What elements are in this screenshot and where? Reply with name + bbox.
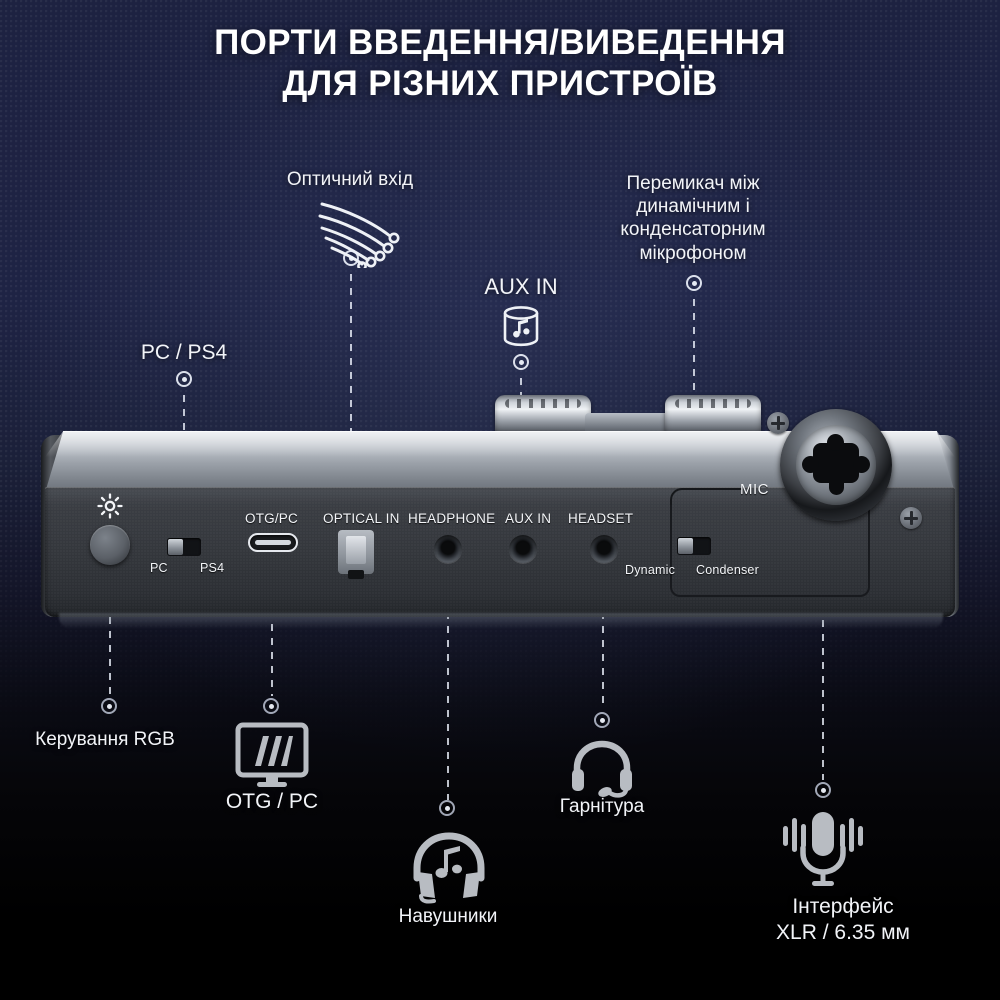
callout-label-rgb: Керування RGB xyxy=(35,729,175,750)
fiber-optic-icon xyxy=(318,202,400,268)
xlr-combo-jack[interactable] xyxy=(780,409,892,521)
xlr-pin-right xyxy=(853,456,870,473)
optical-toslink-port[interactable] xyxy=(338,530,374,579)
anchor-dot-headphones xyxy=(439,800,455,816)
xlr-pin-left xyxy=(802,456,819,473)
anchor-dot-rgb xyxy=(101,698,117,714)
panel-label-otg-pc: OTG/PC xyxy=(245,511,298,526)
leader-line-rgb xyxy=(109,575,111,695)
usbc-port[interactable] xyxy=(248,533,298,552)
leader-line-optical xyxy=(350,274,352,434)
callout-label-optical-in: Оптичний вхід xyxy=(286,169,414,190)
audio-interface-device: PC PS4 OTG/PC OPTICAL IN HEADPHONE AUX I… xyxy=(41,395,959,645)
knob-bridge-panel xyxy=(585,413,685,435)
callout-label-aux-in: AUX IN xyxy=(484,274,558,299)
xlr-pin-bottom xyxy=(828,473,844,495)
page-title: ПОРТИ ВВЕДЕННЯ/ВИВЕДЕННЯ ДЛЯ РІЗНИХ ПРИС… xyxy=(214,23,786,104)
headset-icon xyxy=(572,740,632,798)
xlr-screw-top xyxy=(767,412,789,434)
anchor-dot-headset xyxy=(594,712,610,728)
mic-type-switch-nub xyxy=(678,538,693,554)
panel-label-headset: HEADSET xyxy=(568,511,634,526)
panel-label-mic: MIC xyxy=(740,481,769,498)
volume-knob-left[interactable] xyxy=(495,395,591,437)
leader-line-headphones xyxy=(447,570,449,800)
anchor-dot-optical xyxy=(343,250,359,266)
monitor-icon xyxy=(235,722,309,787)
speaker-music-icon xyxy=(503,306,539,347)
leader-line-xlr xyxy=(822,620,824,780)
panel-label-condenser: Condenser xyxy=(696,563,759,577)
brightness-sun-icon xyxy=(97,493,123,519)
callout-label-headset: Гарнітура xyxy=(559,796,645,817)
panel-label-optical-in: OPTICAL IN xyxy=(323,511,400,526)
anchor-dot-xlr xyxy=(815,782,831,798)
panel-label-aux-in: AUX IN xyxy=(505,511,552,526)
leader-line-otg xyxy=(271,568,273,696)
callout-label-headphones: Навушники xyxy=(398,906,498,927)
anchor-dot-aux xyxy=(513,354,529,370)
mic-type-switch[interactable] xyxy=(677,537,711,555)
callout-label-xlr: Інтерфейс XLR / 6.35 мм xyxy=(776,895,910,944)
anchor-dot-otg xyxy=(263,698,279,714)
xlr-screw-bottom xyxy=(900,507,922,529)
anchor-dot-pc-ps4 xyxy=(176,371,192,387)
xlr-pin-top xyxy=(827,434,844,451)
mic-section-box xyxy=(670,505,870,597)
panel-label-headphone: HEADPHONE xyxy=(408,511,496,526)
panel-label-dynamic: Dynamic xyxy=(625,563,676,577)
headphone-jack[interactable] xyxy=(434,535,462,563)
leader-line-headset xyxy=(602,570,604,710)
panel-label-ps4: PS4 xyxy=(200,561,225,575)
xlr-inner-face xyxy=(796,425,876,505)
pc-ps4-switch-nub xyxy=(168,539,183,555)
headphones-icon xyxy=(413,832,485,904)
aux-in-jack[interactable] xyxy=(509,535,537,563)
panel-label-pc: PC xyxy=(150,561,168,575)
pc-ps4-switch[interactable] xyxy=(167,538,201,556)
anchor-dot-mic-switch xyxy=(686,275,702,291)
callout-label-otg-pc: OTG / PC xyxy=(225,790,319,813)
volume-knob-right[interactable] xyxy=(665,395,761,437)
callout-label-mic-switch: Перемикач між динамічним і конденсаторни… xyxy=(620,173,766,264)
headset-jack[interactable] xyxy=(590,535,618,563)
callout-label-pc-ps4: PC / PS4 xyxy=(140,341,228,364)
device-base-edge xyxy=(59,613,943,629)
rgb-control-button[interactable] xyxy=(90,525,130,565)
microphone-icon xyxy=(783,812,863,886)
